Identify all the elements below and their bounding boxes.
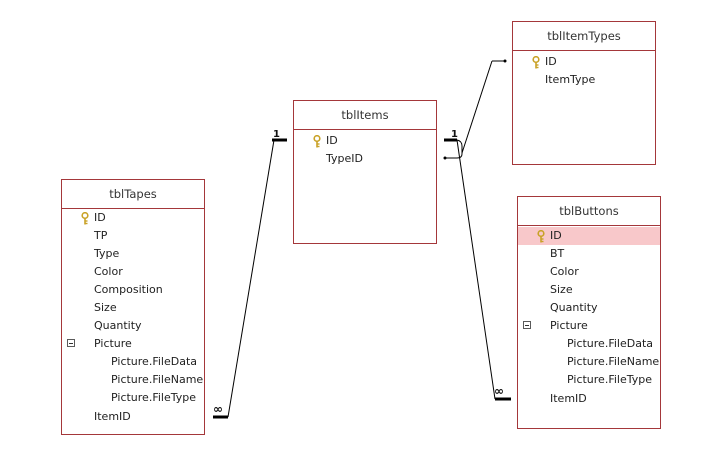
table-tblbuttons[interactable]: tblButtons ID BT Color Size Quantity Pic… <box>517 196 661 429</box>
field-id[interactable]: ID <box>518 227 660 245</box>
field-label: Color <box>550 265 579 278</box>
field-id[interactable]: ID <box>513 53 655 71</box>
field-picture-filename[interactable]: Picture.FileName <box>518 353 660 371</box>
field-size[interactable]: Size <box>62 299 204 317</box>
field-label: ID <box>326 134 338 147</box>
field-label: ID <box>545 55 557 68</box>
field-label: Picture.FileData <box>567 337 653 350</box>
cardinality-one-label: 1 <box>273 129 280 140</box>
cardinality-one-label: 1 <box>451 129 458 140</box>
relationship-items-buttons[interactable] <box>456 139 511 401</box>
field-label: Size <box>94 301 117 314</box>
table-title: tblItemTypes <box>513 22 655 51</box>
field-quantity[interactable]: Quantity <box>518 299 660 317</box>
field-color[interactable]: Color <box>62 263 204 281</box>
field-picture[interactable]: Picture <box>62 335 204 353</box>
field-itemid[interactable]: ItemID <box>518 390 660 408</box>
field-label: Picture <box>550 319 588 332</box>
field-tp[interactable]: TP <box>62 227 204 245</box>
field-picture[interactable]: Picture <box>518 317 660 335</box>
collapse-icon[interactable] <box>523 321 531 329</box>
field-label: Picture.FileType <box>111 391 196 404</box>
field-label: Picture.FileType <box>567 373 652 386</box>
field-label: BT <box>550 247 565 260</box>
table-title: tblTapes <box>62 180 204 209</box>
table-title: tblItems <box>294 101 436 130</box>
field-label: ItemID <box>94 410 131 423</box>
field-picture-filename[interactable]: Picture.FileName <box>62 371 204 389</box>
field-id[interactable]: ID <box>294 132 436 150</box>
field-picture-filedata[interactable]: Picture.FileData <box>62 353 204 371</box>
field-quantity[interactable]: Quantity <box>62 317 204 335</box>
field-label: Picture.FileData <box>111 355 197 368</box>
relationship-tapes-items[interactable] <box>213 138 287 419</box>
field-typeid[interactable]: TypeID <box>294 150 436 168</box>
field-label: Quantity <box>550 301 598 314</box>
field-itemtype[interactable]: ItemType <box>513 71 655 89</box>
primary-key-icon <box>81 212 89 225</box>
field-label: ItemType <box>545 73 596 86</box>
field-label: Picture.FileName <box>567 355 660 368</box>
field-label: ID <box>550 229 562 242</box>
field-label: Size <box>550 283 573 296</box>
cardinality-many-label: ∞ <box>213 402 223 416</box>
field-label: Color <box>94 265 123 278</box>
table-title: tblButtons <box>518 197 660 226</box>
field-label: Picture.FileName <box>111 373 204 386</box>
field-label: TypeID <box>326 152 363 165</box>
field-size[interactable]: Size <box>518 281 660 299</box>
field-label: TP <box>94 229 108 242</box>
field-picture-filedata[interactable]: Picture.FileData <box>518 335 660 353</box>
field-label: ItemID <box>550 392 587 405</box>
cardinality-many-label: ∞ <box>494 384 504 398</box>
primary-key-icon <box>532 56 540 69</box>
field-color[interactable]: Color <box>518 263 660 281</box>
collapse-icon[interactable] <box>67 339 75 347</box>
primary-key-icon <box>537 230 545 243</box>
field-label: Composition <box>94 283 163 296</box>
table-tblitemtypes[interactable]: tblItemTypes ID ItemType <box>512 21 656 165</box>
field-type[interactable]: Type <box>62 245 204 263</box>
primary-key-icon <box>313 135 321 148</box>
relationship-items-itemtypes[interactable] <box>443 59 507 160</box>
field-label: Type <box>94 247 120 260</box>
table-tblitems[interactable]: tblItems ID TypeID <box>293 100 437 244</box>
field-picture-filetype[interactable]: Picture.FileType <box>62 389 204 407</box>
field-label: Quantity <box>94 319 142 332</box>
field-bt[interactable]: BT <box>518 245 660 263</box>
table-tbltapes[interactable]: tblTapes ID TP Type Color Composition Si… <box>61 179 205 435</box>
field-label: ID <box>94 211 106 224</box>
field-id[interactable]: ID <box>62 209 204 227</box>
field-itemid[interactable]: ItemID <box>62 408 204 426</box>
field-composition[interactable]: Composition <box>62 281 204 299</box>
field-picture-filetype[interactable]: Picture.FileType <box>518 371 660 389</box>
field-label: Picture <box>94 337 132 350</box>
